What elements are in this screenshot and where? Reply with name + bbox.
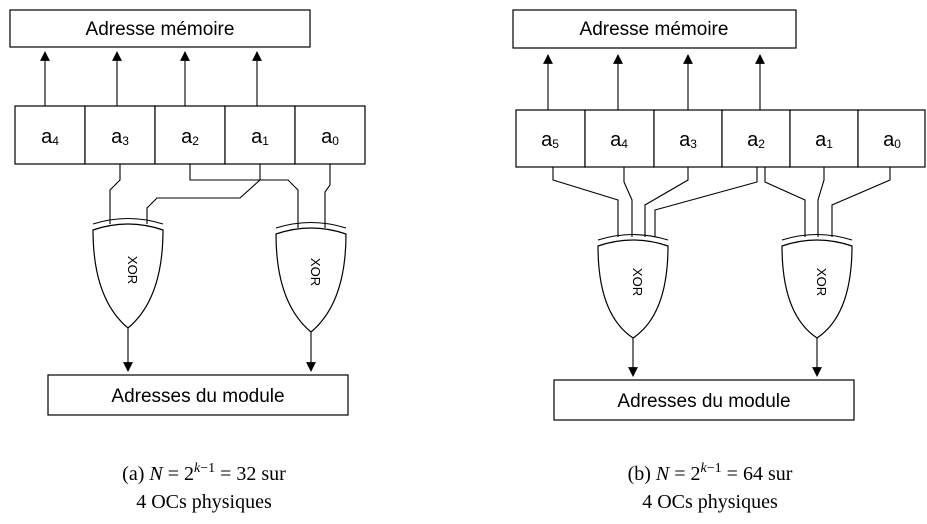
wires-a <box>109 164 331 228</box>
caption-a-line1: (a) N = 2k−1 = 32 sur <box>122 461 286 485</box>
caption-b: (b) N = 2k−1 = 64 sur 4 OCs physiques <box>628 461 793 513</box>
module-addresses-label-b: Adresses du module <box>617 391 790 412</box>
diagram-a: Adresse mémoire a4 a3 a2 a1 a0 <box>9 9 366 513</box>
bit-a3: a3 <box>111 126 129 148</box>
caption-a: (a) N = 2k−1 = 32 sur 4 OCs physiques <box>122 461 286 513</box>
xor-label-left-b: XOR <box>630 268 645 296</box>
wires-b <box>552 167 891 237</box>
memory-address-box-a: Adresse mémoire <box>9 9 311 48</box>
bit-b5: a5 <box>541 129 559 151</box>
bit-b3: a3 <box>679 129 697 151</box>
xor-gate-left-a: XOR <box>92 218 164 372</box>
caption-a-line2: 4 OCs physiques <box>136 491 272 513</box>
memory-address-label-b: Adresse mémoire <box>580 19 729 40</box>
xor-label-right-a: XOR <box>308 258 323 286</box>
memory-address-box-b: Adresse mémoire <box>512 9 797 49</box>
bit-a2: a2 <box>181 126 199 148</box>
memory-address-label-a: Adresse mémoire <box>86 19 235 40</box>
bit-a0: a0 <box>321 126 339 148</box>
bit-register-a: a4 a3 a2 a1 a0 <box>14 105 366 165</box>
bit-b4: a4 <box>610 129 628 151</box>
xor-gate-right-a: XOR <box>275 222 347 372</box>
diagram-b: Adresse mémoire a5 a4 a3 a2 a1 a0 <box>512 9 926 513</box>
bit-b2: a2 <box>747 129 765 151</box>
bit-b1: a1 <box>815 129 833 151</box>
caption-b-line1: (b) N = 2k−1 = 64 sur <box>628 461 793 485</box>
module-addresses-box-b: Adresses du module <box>553 379 855 421</box>
bit-a4: a4 <box>41 126 59 148</box>
xor-gate-right-b: XOR <box>781 234 853 377</box>
xor-label-right-b: XOR <box>814 268 829 296</box>
module-addresses-label-a: Adresses du module <box>111 386 284 407</box>
address-arrows-b <box>543 54 765 110</box>
xor-label-left-a: XOR <box>125 256 140 284</box>
bit-a1: a1 <box>251 126 269 148</box>
caption-b-line2: 4 OCs physiques <box>642 491 778 513</box>
bit-b0: a0 <box>883 129 901 151</box>
xor-gate-left-b: XOR <box>597 234 669 377</box>
bit-register-b: a5 a4 a3 a2 a1 a0 <box>515 109 926 168</box>
address-arrows-a <box>40 51 262 106</box>
module-addresses-box-a: Adresses du module <box>47 374 349 416</box>
